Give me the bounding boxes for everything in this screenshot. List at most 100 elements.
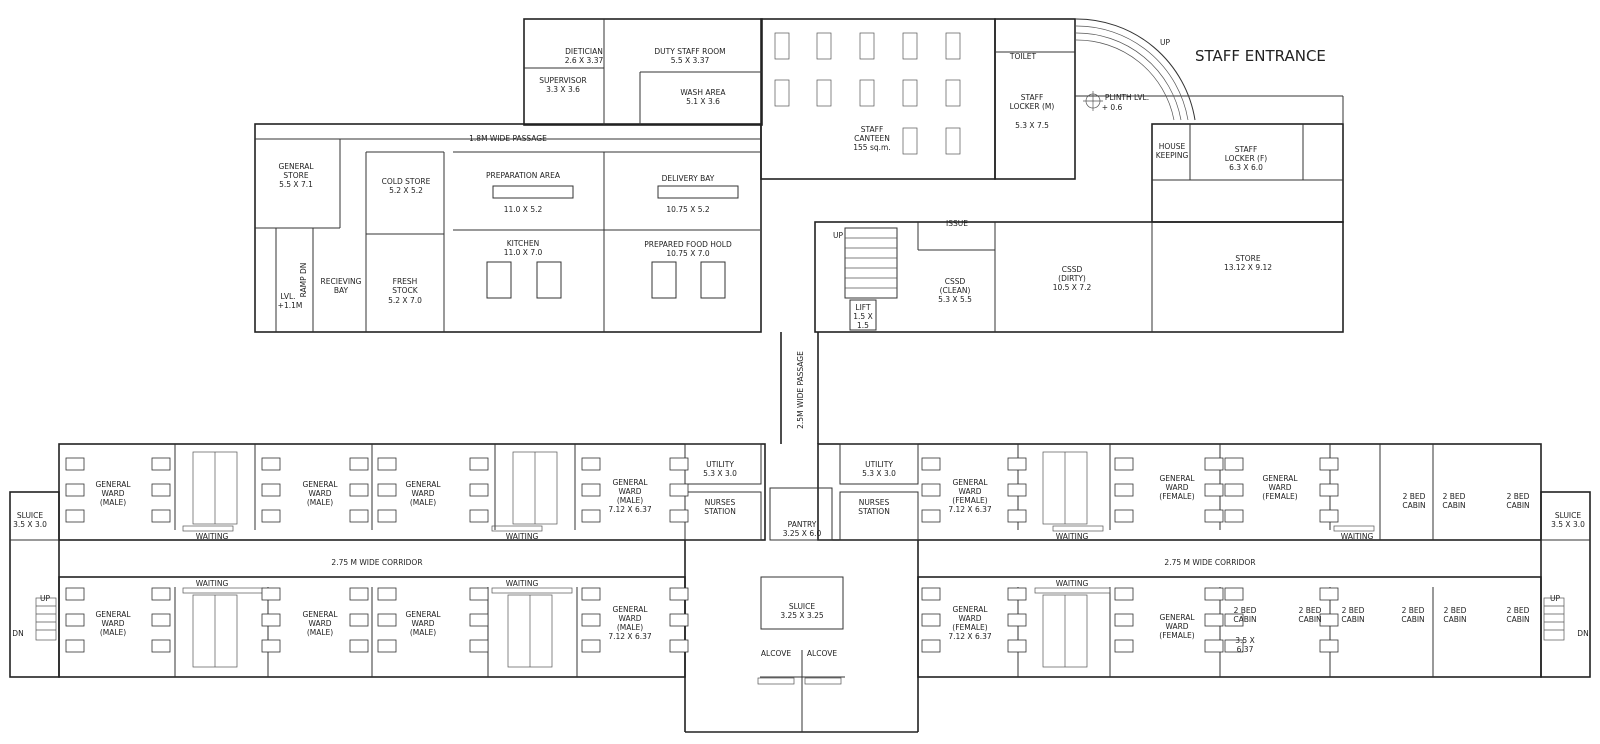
preparation-area-label: PREPARATION AREA	[486, 171, 561, 180]
bed-icon	[65, 483, 85, 497]
corridor-right-label: 2.75 M WIDE CORRIDOR	[1164, 558, 1255, 567]
bed-icon	[469, 509, 489, 523]
cabin-l4-l2: CABIN	[1401, 615, 1424, 624]
cabin-u2-l1: 2 BED	[1443, 492, 1466, 501]
corridor-left-label: 2.75 M WIDE CORRIDOR	[331, 558, 422, 567]
ward-ul2-l3: (MALE)	[307, 498, 333, 507]
ward-ll4-size: 7.12 X 6.37	[608, 632, 652, 641]
waiting-label-2: WAITING	[506, 532, 539, 541]
duty-staff-room-label: DUTY STAFF ROOM	[654, 47, 725, 56]
waiting-label-7: WAITING	[1056, 579, 1089, 588]
bed-icon	[1204, 483, 1224, 497]
bed-icon	[151, 483, 171, 497]
top-passage-label: 1.8M WIDE PASSAGE	[469, 134, 547, 143]
ward-lr2-l3: (FEMALE)	[1159, 631, 1194, 640]
store-label: STORE	[1235, 254, 1260, 263]
cold-store-size: 5.2 X 5.2	[389, 186, 423, 195]
vertical-passage-walls	[780, 332, 819, 444]
ward-lr1-l3: (FEMALE)	[952, 623, 987, 632]
up-label-east: UP	[1550, 594, 1560, 603]
staff-locker-m-label2: LOCKER (M)	[1010, 102, 1055, 111]
bed-icon	[65, 509, 85, 523]
cabin-l1-size2: 6.37	[1237, 645, 1254, 654]
sluice-center-label: SLUICE	[789, 602, 816, 611]
bed-icon	[1319, 639, 1339, 653]
bed-icon	[377, 457, 397, 471]
bed-icon	[1319, 457, 1339, 471]
ward-ur2-l1: GENERAL	[1159, 474, 1195, 483]
issue-label: ISSUE	[946, 219, 968, 228]
cabin-l1-l2: CABIN	[1233, 615, 1256, 624]
fresh-stock-size: 5.2 X 7.0	[388, 296, 422, 305]
lift-size2: 1.5	[857, 321, 869, 330]
bed-icon	[377, 483, 397, 497]
vertical-passage-label: 2.5M WIDE PASSAGE	[796, 351, 805, 429]
bed-icon	[1224, 613, 1244, 627]
bed-icon	[261, 457, 281, 471]
ward-ll3-l2: WARD	[411, 619, 434, 628]
cabin-l6-l1: 2 BED	[1507, 606, 1530, 615]
ward-lr1-size: 7.12 X 6.37	[948, 632, 992, 641]
ward-ur1-l3: (FEMALE)	[952, 496, 987, 505]
bed-icon	[1007, 587, 1027, 601]
bed-icon	[581, 457, 601, 471]
ward-ll2-l2: WARD	[308, 619, 331, 628]
staff-canteen-label1: STAFF	[861, 125, 884, 134]
bed-icon	[1319, 613, 1339, 627]
bed-icon	[261, 613, 281, 627]
ward-ul3-l3: (MALE)	[410, 498, 436, 507]
bed-icon	[469, 587, 489, 601]
bed-icon	[1114, 457, 1134, 471]
bed-icon	[921, 457, 941, 471]
bed-icon	[469, 457, 489, 471]
ward-ll2-l1: GENERAL	[302, 610, 338, 619]
wash-area-size: 5.1 X 3.6	[686, 97, 720, 106]
cabin-u1-l1: 2 BED	[1403, 492, 1426, 501]
cssd-clean-label2: (CLEAN)	[940, 286, 971, 295]
bed-icon	[1319, 587, 1339, 601]
staff-canteen-label2: CANTEEN	[854, 134, 890, 143]
ward-ll3-l1: GENERAL	[405, 610, 441, 619]
level-label: LVL.	[280, 292, 295, 301]
bed-icon	[1224, 509, 1244, 523]
bed-icon	[921, 509, 941, 523]
supervisor-label: SUPERVISOR	[539, 76, 587, 85]
supervisor-size: 3.3 X 3.6	[546, 85, 580, 94]
bed-icon	[261, 639, 281, 653]
ward-ul4-size: 7.12 X 6.37	[608, 505, 652, 514]
cssd-dirty-size: 10.5 X 7.2	[1053, 283, 1092, 292]
bed-icon	[1204, 587, 1224, 601]
ward-ul4-l3: (MALE)	[617, 496, 643, 505]
bed-icon	[1114, 509, 1134, 523]
bed-icon	[469, 613, 489, 627]
waiting-label-3: WAITING	[1056, 532, 1089, 541]
bed-icons	[65, 457, 1339, 653]
ward-ur2-l3: (FEMALE)	[1159, 492, 1194, 501]
bed-icon	[1007, 483, 1027, 497]
up-label-west: UP	[40, 594, 50, 603]
ward-lr2-l1: GENERAL	[1159, 613, 1195, 622]
bed-icon	[669, 613, 689, 627]
plinth-value: + 0.6	[1102, 103, 1123, 112]
bed-icon	[581, 639, 601, 653]
cssd-dirty-label1: CSSD	[1062, 265, 1083, 274]
utility-left-label: UTILITY	[706, 460, 734, 469]
alcove-left-label: ALCOVE	[761, 649, 791, 658]
bed-icon	[151, 587, 171, 601]
bed-icon	[1319, 509, 1339, 523]
bed-icon	[1224, 457, 1244, 471]
bed-icon	[1224, 587, 1244, 601]
sluice-west-size: 3.5 X 3.0	[13, 520, 47, 529]
sluice-center-size: 3.25 X 3.25	[780, 611, 824, 620]
ward-ul2-l1: GENERAL	[302, 480, 338, 489]
ward-wing-walls	[9, 443, 1591, 733]
ward-ur1-size: 7.12 X 6.37	[948, 505, 992, 514]
kitchen-size: 11.0 X 7.0	[504, 248, 543, 257]
bed-icon	[349, 639, 369, 653]
bed-icon	[151, 639, 171, 653]
dn-label-west: DN	[12, 629, 23, 638]
staff-locker-f-label2: LOCKER (F)	[1225, 154, 1268, 163]
delivery-bay-size: 10.75 X 5.2	[666, 205, 710, 214]
ward-ul4-l1: GENERAL	[612, 478, 648, 487]
bed-icon	[1204, 639, 1224, 653]
